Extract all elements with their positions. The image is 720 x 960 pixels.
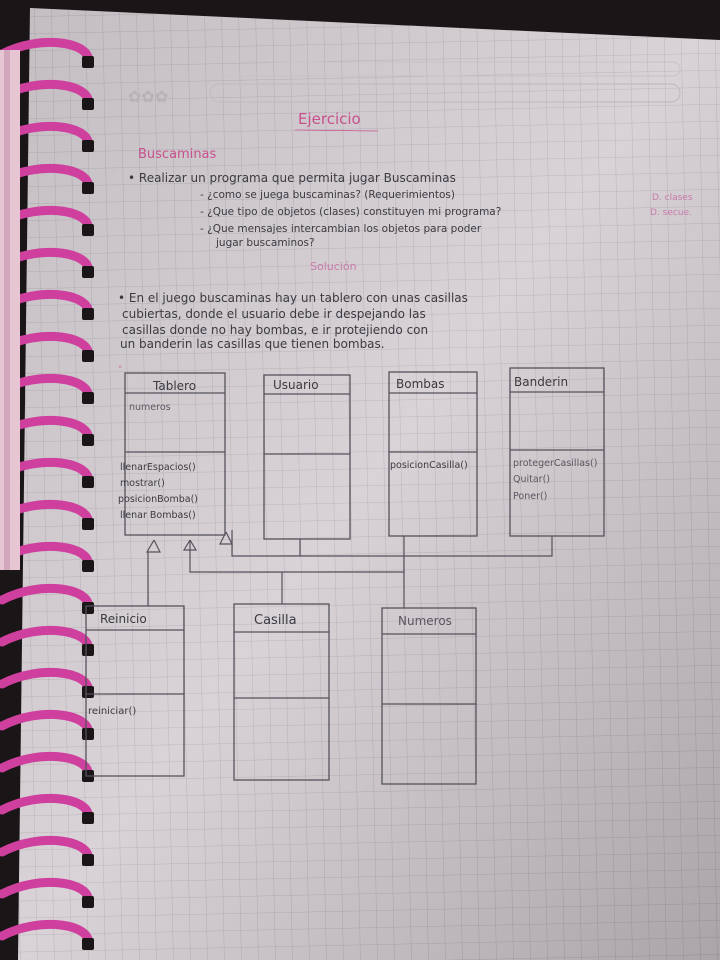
pencil-left <box>0 50 20 570</box>
question-3: - ¿Que mensajes intercambian los objetos… <box>200 223 482 235</box>
punch-hole <box>82 854 94 866</box>
class-method: llenarEspacios() <box>120 462 196 473</box>
class-name: Numeros <box>398 614 452 628</box>
svg-text:✿✿✿: ✿✿✿ <box>128 87 168 106</box>
punch-hole <box>82 182 94 194</box>
solution-line-3: casillas donde no hay bombas, e ir prote… <box>122 323 428 337</box>
spiral-binding <box>0 38 94 950</box>
question-2: - ¿Que tipo de objetos (clases) constitu… <box>200 206 501 218</box>
question-4: jugar buscaminos? <box>215 237 315 249</box>
class-method: Quitar() <box>513 474 550 485</box>
punch-hole <box>82 98 94 110</box>
class-bombas: Bombas posicionCasilla() <box>388 371 478 537</box>
margin-note-1: D. clases <box>652 193 693 203</box>
class-method: posicionBomba() <box>118 494 198 505</box>
class-usuario: Usuario <box>263 374 351 540</box>
punch-hole <box>82 686 94 698</box>
class-name: Reinicio <box>100 612 147 626</box>
punch-hole <box>82 308 94 320</box>
punch-hole <box>82 224 94 236</box>
punch-hole <box>82 896 94 908</box>
class-name: Usuario <box>273 378 319 392</box>
class-method: protegerCasillas() <box>513 458 597 469</box>
solution-line-2: cubiertas, donde el usuario debe ir desp… <box>122 307 426 321</box>
relationship-lines <box>145 530 553 608</box>
punch-hole <box>82 938 94 950</box>
punch-hole <box>82 644 94 656</box>
bullet-mark: ° <box>118 365 123 375</box>
punch-hole <box>82 392 94 404</box>
punch-hole <box>82 350 94 362</box>
punch-hole <box>82 56 94 68</box>
class-attribute: numeros <box>129 402 171 413</box>
punch-hole <box>82 812 94 824</box>
class-tablero: Tablero numeros llenarEspacios() mostrar… <box>118 372 226 536</box>
class-name: Casilla <box>254 613 297 628</box>
class-banderin: Banderin protegerCasillas() Quitar() Pon… <box>509 367 605 537</box>
class-method: Poner() <box>513 491 547 502</box>
solution-heading: Solución <box>310 260 357 273</box>
punch-hole <box>82 560 94 572</box>
class-name: Tablero <box>152 379 196 393</box>
class-numeros: Numeros <box>381 607 477 785</box>
page-title: Ejercicio <box>298 110 361 128</box>
punch-hole <box>82 476 94 488</box>
class-method: mostrar() <box>120 478 165 489</box>
punch-hole <box>82 434 94 446</box>
solution-line-1: • En el juego buscaminas hay un tablero … <box>118 291 468 305</box>
punch-hole <box>82 602 94 614</box>
class-method: posicionCasilla() <box>390 460 468 471</box>
margin-note-2: D. secue. <box>650 208 692 218</box>
page-header-decoration: ✿✿✿ <box>128 61 681 106</box>
class-method: llenar Bombas() <box>120 510 196 521</box>
punch-hole <box>82 518 94 530</box>
class-reinicio: Reinicio reiniciar() <box>85 605 185 777</box>
class-name: Bombas <box>396 377 445 391</box>
punch-hole <box>82 728 94 740</box>
task-statement: • Realizar un programa que permita jugar… <box>128 171 456 185</box>
punch-hole <box>82 266 94 278</box>
question-1: - ¿como se juega buscaminas? (Requerimie… <box>200 189 455 201</box>
subtitle: Buscaminas <box>138 147 217 162</box>
class-name: Banderin <box>514 375 568 389</box>
punch-hole <box>82 140 94 152</box>
solution-line-4: un banderin las casillas que tienen bomb… <box>120 337 385 351</box>
class-method: reiniciar() <box>88 706 136 717</box>
